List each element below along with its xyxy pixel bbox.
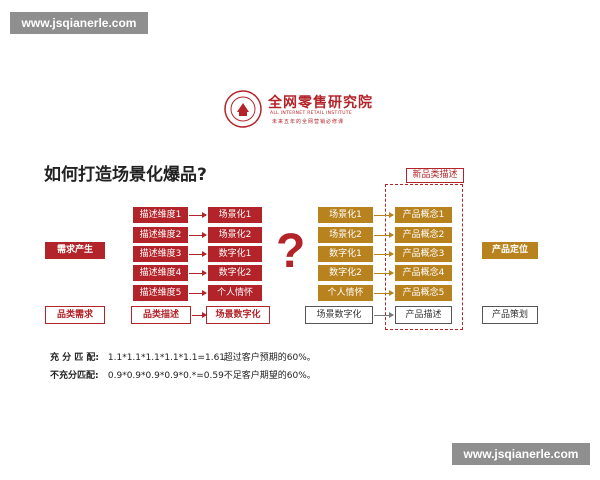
logo-subtitle: ALL INTERNET RETAIL INSTITUTE xyxy=(270,111,352,116)
positioning-label: 产品定位 xyxy=(482,242,538,259)
col4-item: 产品概念1 xyxy=(395,207,452,223)
formula-note: 不足客户期望的60%。 xyxy=(223,371,316,381)
col3-item: 场景化1 xyxy=(318,207,373,223)
planning-label: 产品策划 xyxy=(482,306,538,324)
arrow xyxy=(189,232,207,238)
logo-seal-icon xyxy=(224,90,262,128)
arrow xyxy=(189,270,207,276)
col1-item: 描述维度2 xyxy=(133,227,188,243)
col3-item: 数字化2 xyxy=(318,265,373,281)
col1-item: 描述维度3 xyxy=(133,246,188,262)
arrow xyxy=(192,312,207,318)
new-category-label: 新品类描述 xyxy=(406,168,464,183)
col2-item: 个人情怀 xyxy=(208,285,262,301)
arrow xyxy=(189,251,207,257)
formula-expr: 0.9*0.9*0.9*0.9*0.*=0.59 xyxy=(107,371,224,381)
formula-note: 超过客户预期的60%。 xyxy=(223,353,316,363)
category-demand-label: 品类需求 xyxy=(45,306,105,324)
col2-item: 数字化2 xyxy=(208,265,262,281)
col2-item: 场景化2 xyxy=(208,227,262,243)
col1-item: 描述维度4 xyxy=(133,265,188,281)
new-category-region xyxy=(385,184,463,330)
arrow xyxy=(374,212,394,218)
arrow xyxy=(374,270,394,276)
col3-footer: 场景数字化 xyxy=(305,306,373,324)
col3-item: 个人情怀 xyxy=(318,285,373,301)
col4-item: 产品概念4 xyxy=(395,265,452,281)
arrow xyxy=(374,290,394,296)
col2-item: 场景化1 xyxy=(208,207,262,223)
col1-item: 描述维度5 xyxy=(133,285,188,301)
arrow xyxy=(189,212,207,218)
col3-item: 数字化1 xyxy=(318,246,373,262)
formula-expr: 1.1*1.1*1.1*1.1*1.1=1.61 xyxy=(107,353,226,363)
arrow xyxy=(189,290,207,296)
col2-item: 数字化1 xyxy=(208,246,262,262)
logo-slogan: 未来五年的全网营销必修课 xyxy=(272,119,345,125)
watermark-bottom: www.jsqianerle.com xyxy=(452,443,590,465)
col4-item: 产品概念3 xyxy=(395,246,452,262)
watermark-top: www.jsqianerle.com xyxy=(10,12,148,34)
formula-row: 不充分匹配: 0.9*0.9*0.9*0.9*0.*=0.59 不足客户期望的6… xyxy=(50,368,316,381)
col2-footer: 场景数字化 xyxy=(206,306,270,324)
col3-item: 场景化2 xyxy=(318,227,373,243)
col1-footer: 品类描述 xyxy=(131,306,191,324)
formula-label: 充 分 匹 配: xyxy=(50,353,99,363)
col1-item: 描述维度1 xyxy=(133,207,188,223)
question-mark: ? xyxy=(276,225,306,278)
arrow xyxy=(374,232,394,238)
arrow xyxy=(374,251,394,257)
main-title: 如何打造场景化爆品? xyxy=(44,165,207,185)
arrow xyxy=(374,312,394,318)
col4-item: 产品概念5 xyxy=(395,285,452,301)
logo-title: 全网零售研究院 xyxy=(268,95,373,111)
demand-label: 需求产生 xyxy=(45,242,105,259)
col4-item: 产品概念2 xyxy=(395,227,452,243)
formula-label: 不充分匹配: xyxy=(50,371,99,381)
formula-row: 充 分 匹 配: 1.1*1.1*1.1*1.1*1.1=1.61 超过客户预期… xyxy=(50,350,316,363)
col4-footer: 产品描述 xyxy=(395,306,452,324)
